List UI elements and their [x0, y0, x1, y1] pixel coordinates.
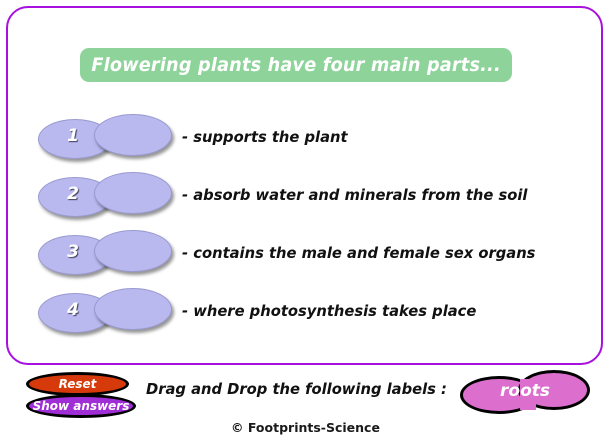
dropzone-lobe-right [94, 114, 172, 156]
dropzone-lobe-right [94, 230, 172, 272]
dropzone-number: 2 [67, 184, 79, 204]
dropzone-3[interactable]: 3 [38, 228, 172, 278]
title-banner: Flowering plants have four main parts... [80, 48, 512, 82]
dropzone-1[interactable]: 1 [38, 112, 172, 162]
dropzone-2[interactable]: 2 [38, 170, 172, 220]
question-text: - absorb water and minerals from the soi… [182, 186, 528, 204]
dropzone-number: 1 [67, 126, 79, 146]
draggable-label-roots[interactable]: roots [460, 370, 590, 416]
label-lobe-join [520, 379, 536, 410]
label-lobe-right [518, 370, 590, 410]
dropzone-number: 4 [67, 300, 79, 320]
draggable-label-text: roots [500, 381, 550, 401]
question-text: - where photosynthesis takes place [182, 302, 477, 320]
bottom-toolbar: Reset Show answers Drag and Drop the fol… [0, 368, 611, 444]
question-row: 2 - absorb water and minerals from the s… [38, 169, 546, 221]
dropzone-number: 3 [67, 242, 79, 262]
dropzone-lobe-right [94, 288, 172, 330]
question-row: 4 - where photosynthesis takes place [38, 285, 492, 337]
activity-panel: Flowering plants have four main parts...… [6, 6, 603, 365]
question-text: - supports the plant [182, 128, 348, 146]
show-answers-button[interactable]: Show answers [26, 394, 136, 418]
page-title: Flowering plants have four main parts... [91, 54, 501, 76]
question-row: 1 - supports the plant [38, 111, 356, 163]
question-row: 3 - contains the male and female sex org… [38, 227, 554, 279]
draggable-label-tray: roots [460, 370, 590, 416]
dropzone-lobe-right [94, 172, 172, 214]
drag-instruction-text: Drag and Drop the following labels : [146, 380, 447, 398]
dropzone-4[interactable]: 4 [38, 286, 172, 336]
reset-button[interactable]: Reset [26, 372, 129, 396]
footer-credit: © Footprints-Science [231, 420, 380, 435]
question-text: - contains the male and female sex organ… [182, 244, 536, 262]
